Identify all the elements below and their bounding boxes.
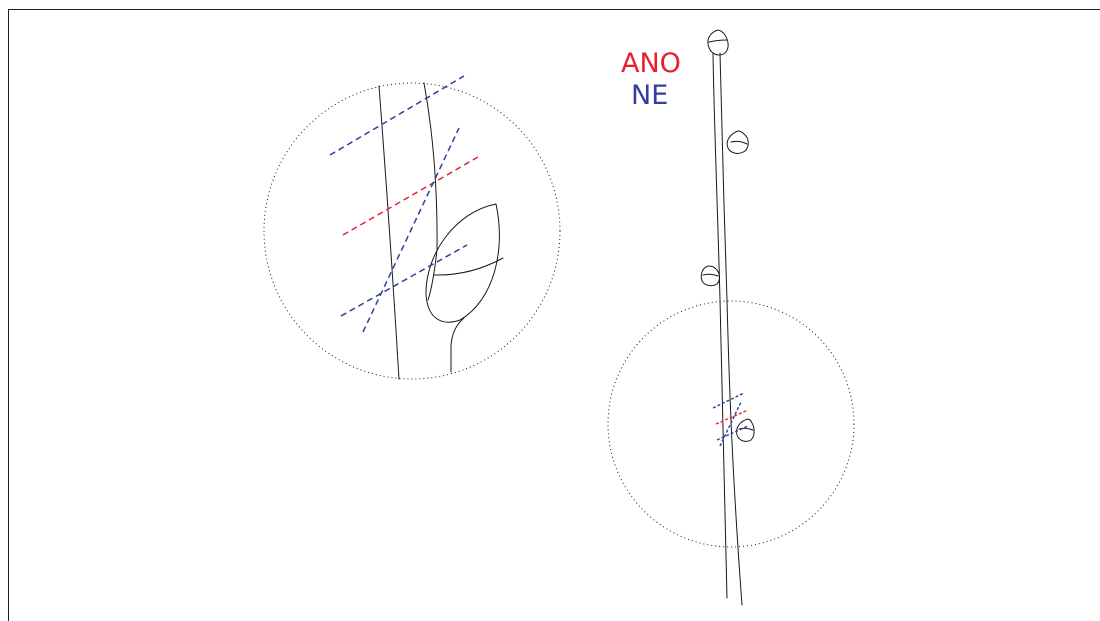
twig-cut-no-1 bbox=[713, 393, 744, 408]
twig-terminal-bud bbox=[708, 30, 728, 55]
magnified-cut-no-2 bbox=[341, 245, 467, 316]
legend-no-label: NE bbox=[631, 80, 668, 111]
magnifier-circle bbox=[264, 83, 560, 379]
magnified-detail bbox=[264, 76, 560, 379]
magnified-cut-no-3 bbox=[363, 128, 459, 332]
twig-stem-left-edge bbox=[713, 53, 727, 598]
magnified-cut-no-1 bbox=[330, 76, 464, 155]
twig-terminal-bud-scale bbox=[709, 40, 727, 42]
magnified-twig-left-edge bbox=[379, 86, 399, 379]
magnified-bud-scale-line bbox=[434, 258, 503, 275]
twig-lateral-bud-1 bbox=[727, 131, 748, 153]
twig-lateral-bud-3 bbox=[737, 419, 755, 441]
twig-lateral-bud-1-scale bbox=[731, 141, 747, 144]
whole-twig bbox=[608, 30, 854, 605]
legend-yes-label: ANO bbox=[621, 48, 681, 79]
twig-lateral-bud-2-scale bbox=[703, 274, 718, 276]
magnified-bud-stalk bbox=[451, 318, 464, 372]
magnified-twig-right-edge bbox=[424, 83, 437, 300]
